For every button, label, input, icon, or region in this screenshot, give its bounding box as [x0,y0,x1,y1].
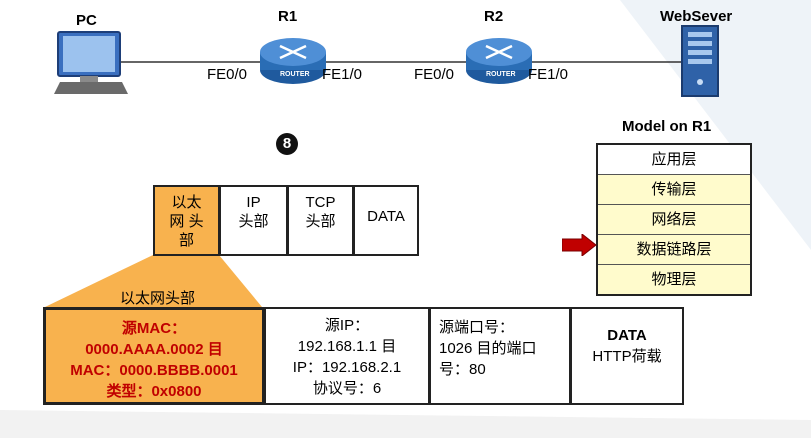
detail-ip-line: IP：192.168.2.1 [292,359,402,376]
detail-eth-line: 源MAC： [121,320,187,337]
server-label: WebSever [660,8,733,25]
packet-eth-line: 部 [178,232,194,249]
detail-ip-header: 源IP： 192.168.1.1 目 IP：192.168.2.1 协议号：6 [264,307,430,405]
layer-application: 应用层 [598,145,750,175]
detail-eth-line: 0000.AAAA.0002 目 [85,341,223,358]
detail-tcp-header: 源端口号： 1026 目的端口 号：80 [429,307,571,405]
port-r2-fe00: FE0/0 [414,66,455,83]
packet-eth-line: 以太 [171,194,202,211]
layer-datalink: 数据链路层 [598,235,750,265]
pc-label: PC [76,12,97,29]
detail-tcp-line: 1026 目的端口 [439,340,537,357]
layer-transport: 传输层 [598,175,750,205]
detail-ip-line: 协议号：6 [312,380,382,397]
packet-tcp-header: TCP 头部 [287,185,354,256]
current-layer-arrow-icon [562,234,597,256]
osi-layer-stack: 应用层 传输层 网络层 数据链路层 物理层 [596,143,752,296]
packet-tcp-line: 头部 [305,213,336,230]
expanded-eth-label: 以太网头部 [120,290,196,307]
router-r2-badge: ROUTER [486,71,516,78]
packet-eth-line: 网 头 [169,213,204,230]
detail-tcp-line: 源端口号： [439,319,515,336]
packet-tcp-line: TCP [305,194,336,211]
model-title: Model on R1 [622,118,712,135]
r1-label: R1 [278,8,298,25]
packet-data: DATA [353,185,419,256]
detail-data: DATA HTTP荷载 [570,307,684,405]
background-shape-bottom [0,410,811,438]
packet-eth-header: 以太 网 头 部 [153,185,220,256]
detail-tcp-line: 号：80 [439,361,486,378]
detail-eth-line: 类型：0x0800 [106,383,202,400]
detail-eth-line: MAC：0000.BBBB.0001 [70,362,238,379]
pc-icon [54,31,128,94]
layer-network: 网络层 [598,205,750,235]
packet-data-line: DATA [367,208,405,225]
port-r2-fe10: FE1/0 [528,66,569,83]
detail-data-subtitle: HTTP荷载 [592,348,662,365]
detail-ip-line: 源IP： [324,317,370,334]
packet-ip-line: 头部 [238,213,269,230]
router-r1-badge: ROUTER [280,71,310,78]
port-r1-fe10: FE1/0 [322,66,363,83]
detail-eth-header: 源MAC： 0000.AAAA.0002 目 MAC：0000.BBBB.000… [43,307,265,405]
detail-data-title: DATA [607,327,647,344]
server-icon [681,25,719,97]
packet-ip-line: IP [246,194,261,211]
layer-physical: 物理层 [598,265,750,294]
detail-ip-line: 192.168.1.1 目 [297,338,397,355]
step-badge: 8 [276,133,298,155]
port-r1-fe00: FE0/0 [207,66,248,83]
r2-label: R2 [484,8,504,25]
packet-ip-header: IP 头部 [219,185,288,256]
